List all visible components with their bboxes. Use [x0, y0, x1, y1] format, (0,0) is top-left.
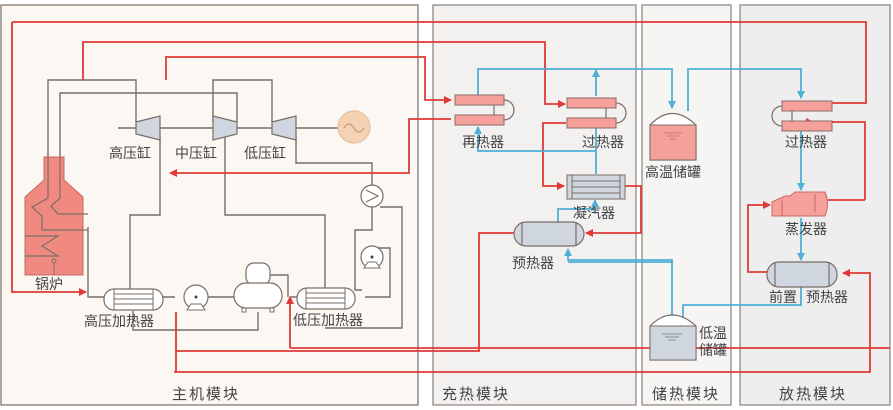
salt-lines: [474, 68, 805, 335]
hp-heater-icon: [103, 288, 164, 311]
front-preheater-label-b: 预热器: [806, 290, 848, 306]
discharge-module-label: 放热模块: [779, 385, 847, 403]
reheater-icon: [454, 94, 515, 126]
cold-tank-label-2: 储罐: [699, 343, 727, 359]
cold-tank-icon: [649, 314, 697, 361]
hot-tank-label: 高温储罐: [645, 164, 701, 181]
front-preheater-icon: [766, 261, 838, 288]
boiler-label: 锅炉: [35, 277, 63, 293]
main-steam-piping: [47, 79, 403, 331]
lp-cylinder-label: 低压缸: [244, 145, 286, 162]
lp-turbine-icon: [271, 115, 297, 141]
deaerator-icon: [233, 262, 283, 313]
cold-tank-label-1: 低温: [699, 326, 727, 342]
reheater-label: 再热器: [462, 135, 504, 151]
hot-tank-icon: [649, 112, 697, 161]
discharge-superheater-label: 过热器: [785, 135, 827, 151]
lp-heater-label: 低压加热器: [293, 313, 363, 329]
charge-preheater-icon: [513, 221, 585, 247]
evaporator-label: 蒸发器: [785, 222, 827, 238]
charge-superheater-icon: [566, 97, 627, 129]
charge-module-panel: [432, 4, 637, 406]
evaporator-icon: [771, 191, 828, 217]
charge-condenser-icon: [566, 174, 626, 200]
discharge-superheater-icon: [771, 100, 833, 132]
ip-cylinder-label: 中压缸: [175, 145, 217, 162]
hp-heater-label: 高压加热器: [84, 313, 154, 330]
front-preheater-label-a: 前置: [769, 289, 797, 306]
boiler-icon: [24, 156, 88, 276]
lp-heater-icon: [296, 287, 356, 310]
hp-turbine-icon: [135, 115, 161, 141]
charge-module-label: 充热模块: [442, 385, 510, 403]
ip-turbine-icon: [212, 115, 238, 141]
charge-superheater-label: 过热器: [582, 135, 624, 151]
preheater-label: 预热器: [512, 256, 554, 272]
feed-pump-icon: [183, 284, 209, 311]
main-module-label: 主机模块: [172, 385, 240, 403]
storage-module-label: 储热模块: [652, 385, 720, 403]
hp-cylinder-label: 高压缸: [109, 145, 151, 162]
condensate-pump-icon: [360, 245, 384, 269]
main-condenser-icon: [360, 184, 384, 208]
condenser-label: 凝汽器: [573, 206, 615, 222]
